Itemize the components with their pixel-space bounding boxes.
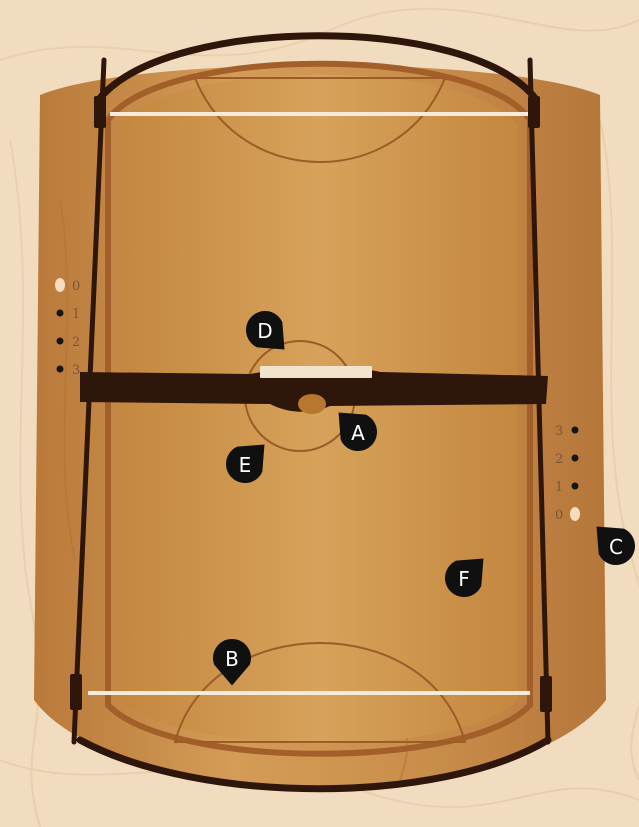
score-hole[interactable]	[572, 455, 579, 462]
marker-pin-label: E	[239, 453, 252, 477]
center-puck[interactable]	[298, 394, 326, 414]
score-label: 1	[555, 480, 563, 495]
score-hole[interactable]	[57, 366, 64, 373]
score-hole[interactable]	[572, 483, 579, 490]
marker-pin-label: C	[609, 535, 623, 559]
score-label: 1	[72, 307, 80, 322]
score-peg-active[interactable]	[570, 507, 580, 521]
score-label: 3	[72, 363, 80, 378]
score-label: 2	[555, 452, 563, 467]
score-hole[interactable]	[57, 310, 64, 317]
marker-pin-label: F	[458, 567, 470, 591]
score-label: 2	[72, 335, 80, 350]
center-bridge-top[interactable]	[260, 366, 372, 378]
score-hole[interactable]	[572, 427, 579, 434]
score-peg-active[interactable]	[55, 278, 65, 292]
score-label: 0	[555, 508, 563, 523]
marker-pin-label: D	[257, 319, 272, 343]
score-label: 3	[555, 424, 563, 439]
marker-pin-label: A	[351, 421, 365, 445]
score-label: 0	[72, 279, 80, 294]
score-hole[interactable]	[57, 338, 64, 345]
marker-pin-label: B	[225, 647, 239, 671]
